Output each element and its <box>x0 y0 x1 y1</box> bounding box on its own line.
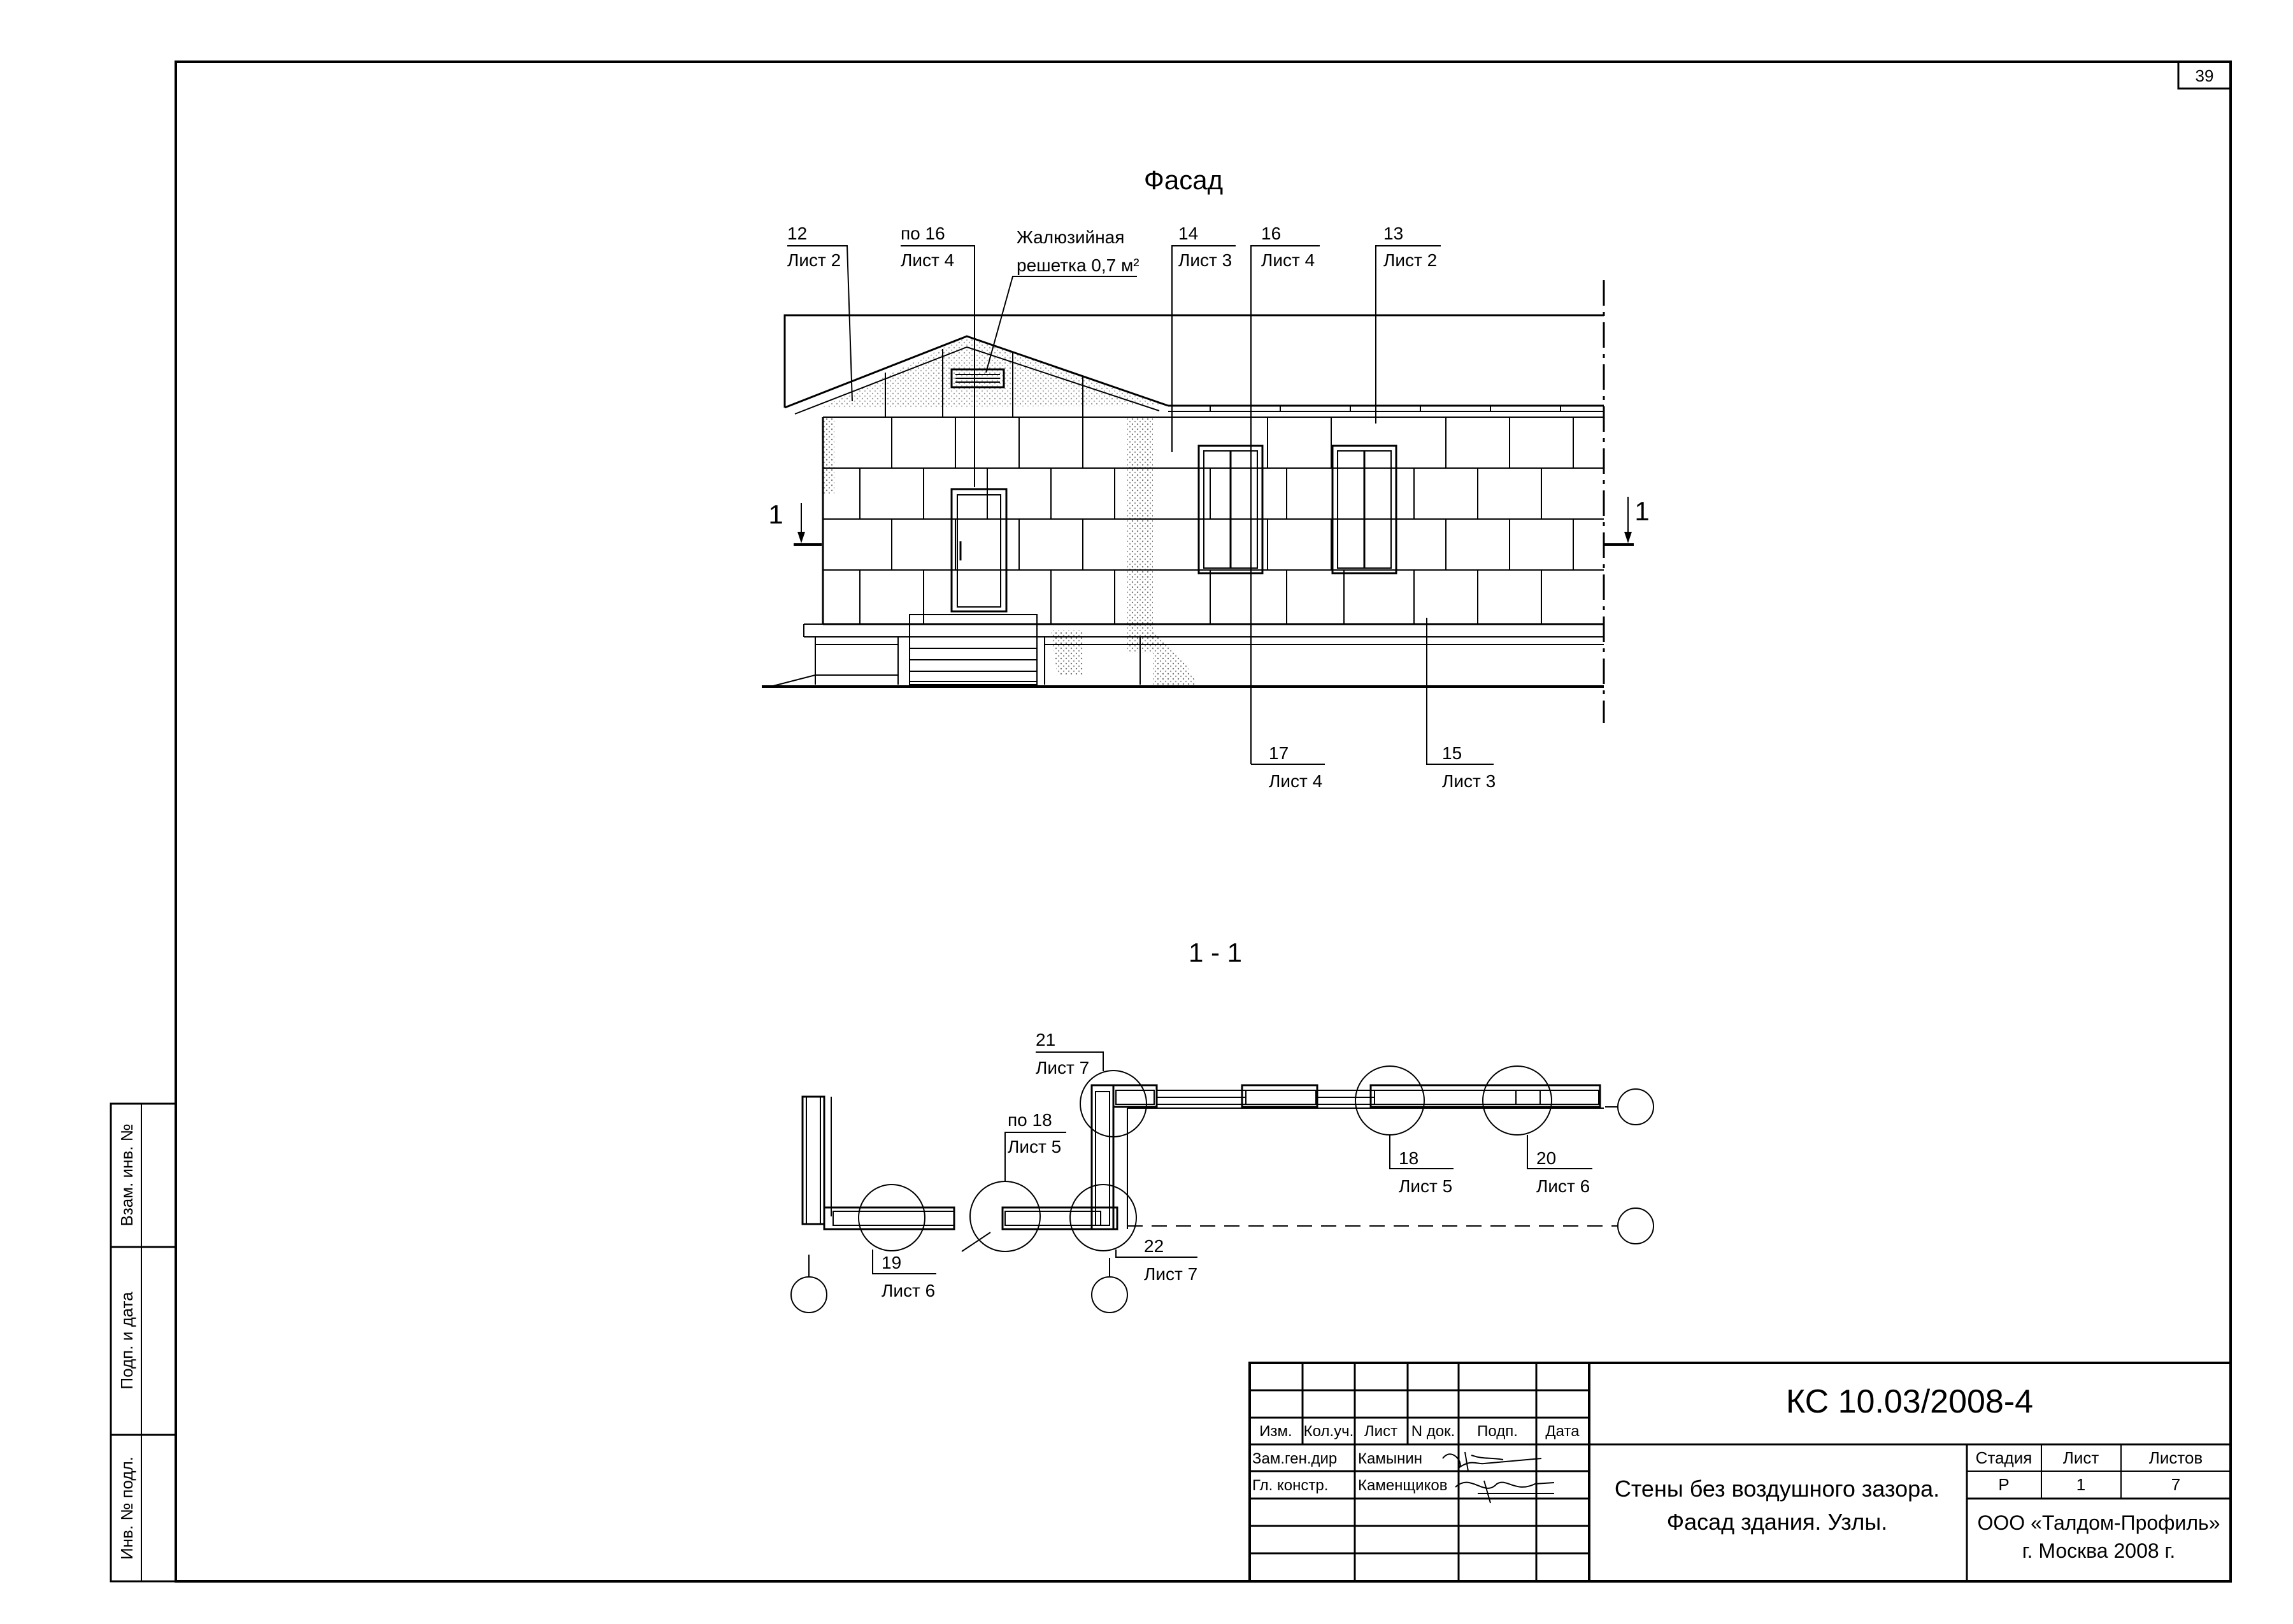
svg-text:Лист 4: Лист 4 <box>1269 771 1322 791</box>
svg-text:Лист 6: Лист 6 <box>882 1281 935 1300</box>
svg-text:18: 18 <box>1399 1148 1418 1168</box>
svg-text:22: 22 <box>1144 1236 1164 1256</box>
tb-header-ndoc: N док. <box>1411 1423 1455 1440</box>
document-code: КС 10.03/2008-4 <box>1786 1383 2033 1420</box>
plan-callout-19: 19 Лист 6 <box>872 1250 936 1300</box>
tb-role-1: Зам.ген.дир <box>1252 1450 1337 1467</box>
facade-callout-13: 13 Лист 2 <box>1375 224 1441 424</box>
title-block: Изм. Кол.уч. Лист N док. Подп. Дата Зам.… <box>1248 1362 2232 1583</box>
facade-callout-16: 16 Лист 4 <box>1250 224 1320 764</box>
side-stamp: Взам. инв. № Подп. и дата Инв. № подл. <box>110 1102 177 1583</box>
section-label-left: 1 <box>768 499 783 529</box>
svg-text:Лист 7: Лист 7 <box>1036 1058 1089 1078</box>
tb-stage-header: Стадия <box>1976 1448 2032 1467</box>
sheet-frame <box>175 61 2232 1583</box>
tb-header-podp: Подп. <box>1477 1423 1518 1440</box>
section-plan <box>790 1065 1654 1313</box>
svg-text:Лист 5: Лист 5 <box>1008 1137 1061 1157</box>
signature-2-icon <box>1455 1481 1555 1489</box>
svg-text:Лист 2: Лист 2 <box>787 250 841 270</box>
stamp-sign-date: Подп. и дата <box>117 1292 136 1390</box>
facade-callout-vent: Жалюзийная решетка 0,7 м² <box>985 227 1139 373</box>
section-title: 1 - 1 <box>1189 937 1242 967</box>
facade-callout-17: 17 Лист 4 <box>1251 743 1325 791</box>
facade-callout-14: 14 Лист 3 <box>1171 224 1236 452</box>
section-mark-left: 1 <box>768 499 822 546</box>
signature-1-icon <box>1442 1453 1542 1469</box>
sheet-number-box <box>2177 61 2232 90</box>
svg-text:Лист 3: Лист 3 <box>1178 250 1232 270</box>
tb-sheet-header: Лист <box>2063 1448 2099 1467</box>
svg-text:13: 13 <box>1383 224 1403 243</box>
svg-text:17: 17 <box>1269 743 1289 763</box>
tb-sheets-header: Листов <box>2149 1448 2203 1467</box>
svg-text:15: 15 <box>1442 743 1462 763</box>
svg-text:21: 21 <box>1036 1030 1055 1050</box>
section-mark-right: 1 <box>1604 496 1650 546</box>
section-label-right: 1 <box>1634 496 1649 526</box>
svg-text:20: 20 <box>1536 1148 1556 1168</box>
facade-elevation <box>762 280 1605 723</box>
sheet-number: 39 <box>2196 66 2214 85</box>
svg-text:12: 12 <box>787 224 807 243</box>
stamp-replace-inv: Взам. инв. № <box>117 1123 136 1226</box>
svg-text:Лист 4: Лист 4 <box>901 250 954 270</box>
svg-text:Лист 2: Лист 2 <box>1383 250 1437 270</box>
svg-text:по 16: по 16 <box>901 224 945 243</box>
tb-header-kol: Кол.уч. <box>1304 1423 1354 1440</box>
facade-callout-15: 15 Лист 3 <box>1426 618 1496 791</box>
tb-sheets-value: 7 <box>2171 1475 2180 1494</box>
svg-text:решетка 0,7 м²: решетка 0,7 м² <box>1017 255 1139 275</box>
tb-name-2: Каменщиков <box>1358 1477 1447 1494</box>
tb-description-2: Фасад здания. Узлы. <box>1667 1509 1887 1535</box>
window-left <box>1197 445 1264 574</box>
facade-title: Фасад <box>1144 165 1223 195</box>
facade-callout-12: 12 Лист 2 <box>787 224 853 402</box>
svg-text:Лист 3: Лист 3 <box>1442 771 1496 791</box>
plan-callout-po18: по 18 Лист 5 <box>1004 1110 1066 1182</box>
svg-text:Лист 4: Лист 4 <box>1261 250 1315 270</box>
stamp-inv-orig: Инв. № подл. <box>117 1457 136 1560</box>
plan-callout-20: 20 Лист 6 <box>1527 1135 1592 1196</box>
tb-stage-value: Р <box>1998 1475 2009 1494</box>
svg-text:Лист 5: Лист 5 <box>1399 1176 1452 1196</box>
svg-text:Лист 6: Лист 6 <box>1536 1176 1590 1196</box>
window-right <box>1331 445 1397 574</box>
plan-callout-18: 18 Лист 5 <box>1389 1135 1454 1196</box>
door <box>950 488 1008 613</box>
svg-text:19: 19 <box>882 1253 901 1272</box>
tb-name-1: Камынин <box>1358 1450 1422 1467</box>
svg-text:16: 16 <box>1261 224 1281 243</box>
facade-callout-po16: по 16 Лист 4 <box>901 224 975 487</box>
tb-company: ООО «Талдом-Профиль» <box>1978 1511 2220 1534</box>
tb-description-1: Стены без воздушного зазора. <box>1615 1476 1939 1502</box>
vent-grille <box>950 368 1005 388</box>
tb-header-izm: Изм. <box>1259 1423 1292 1440</box>
tb-header-list: Лист <box>1364 1423 1397 1440</box>
svg-text:по 18: по 18 <box>1008 1110 1052 1130</box>
plan-callout-21: 21 Лист 7 <box>1036 1030 1104 1078</box>
tb-header-data: Дата <box>1545 1423 1580 1440</box>
plan-callout-22: 22 Лист 7 <box>1115 1236 1197 1284</box>
svg-text:14: 14 <box>1178 224 1198 243</box>
svg-text:Жалюзийная: Жалюзийная <box>1017 227 1124 247</box>
tb-role-2: Гл. констр. <box>1252 1477 1328 1494</box>
tb-sheet-value: 1 <box>2076 1475 2085 1494</box>
tb-city-year: г. Москва 2008 г. <box>2022 1539 2175 1562</box>
svg-text:Лист 7: Лист 7 <box>1144 1264 1197 1284</box>
